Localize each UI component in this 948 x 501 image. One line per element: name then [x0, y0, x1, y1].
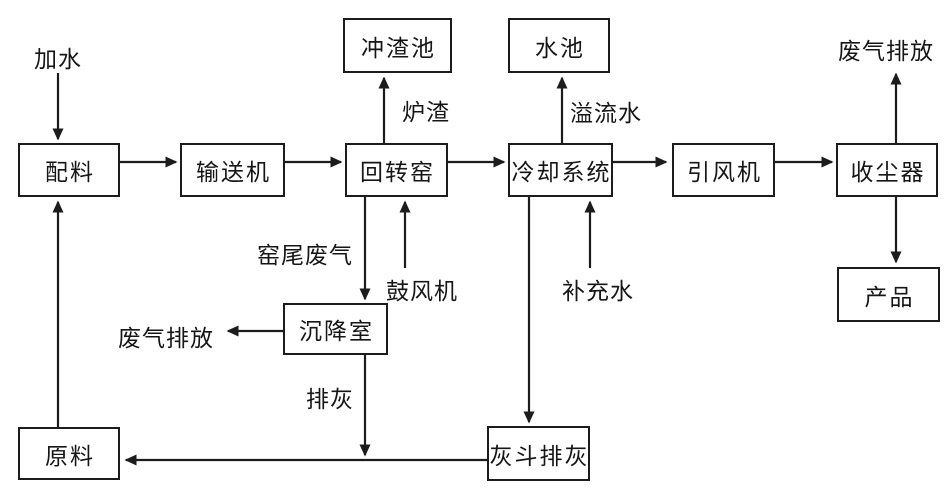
node-conveyor: 输送机	[180, 143, 285, 197]
node-batching: 配料	[18, 143, 120, 197]
node-settling-chamber: 沉降室	[283, 303, 388, 355]
label-exhaust-emission-top: 废气排放	[838, 39, 934, 65]
node-ash-hopper-discharge: 灰斗排灰	[487, 426, 590, 481]
label-furnace-slag: 炉渣	[402, 100, 450, 126]
label-ash-discharge: 排灰	[306, 387, 354, 413]
label-kiln-tail-gas: 窑尾废气	[257, 243, 353, 269]
node-raw-material: 原料	[18, 427, 120, 480]
node-induced-draft-fan: 引风机	[672, 143, 775, 197]
node-slag-flushing-pool: 冲渣池	[343, 18, 452, 73]
node-dust-collector: 收尘器	[836, 143, 938, 197]
node-product: 产品	[837, 267, 940, 322]
label-exhaust-emission-left: 废气排放	[118, 326, 214, 352]
label-makeup-water: 补充水	[562, 279, 634, 305]
label-add-water: 加水	[34, 47, 82, 73]
node-water-pool: 水池	[508, 18, 610, 73]
node-cooling-system: 冷却系统	[508, 143, 613, 197]
label-overflow-water: 溢流水	[570, 101, 642, 127]
node-rotary-kiln: 回转窑	[345, 143, 448, 197]
label-blower: 鼓风机	[386, 279, 458, 305]
